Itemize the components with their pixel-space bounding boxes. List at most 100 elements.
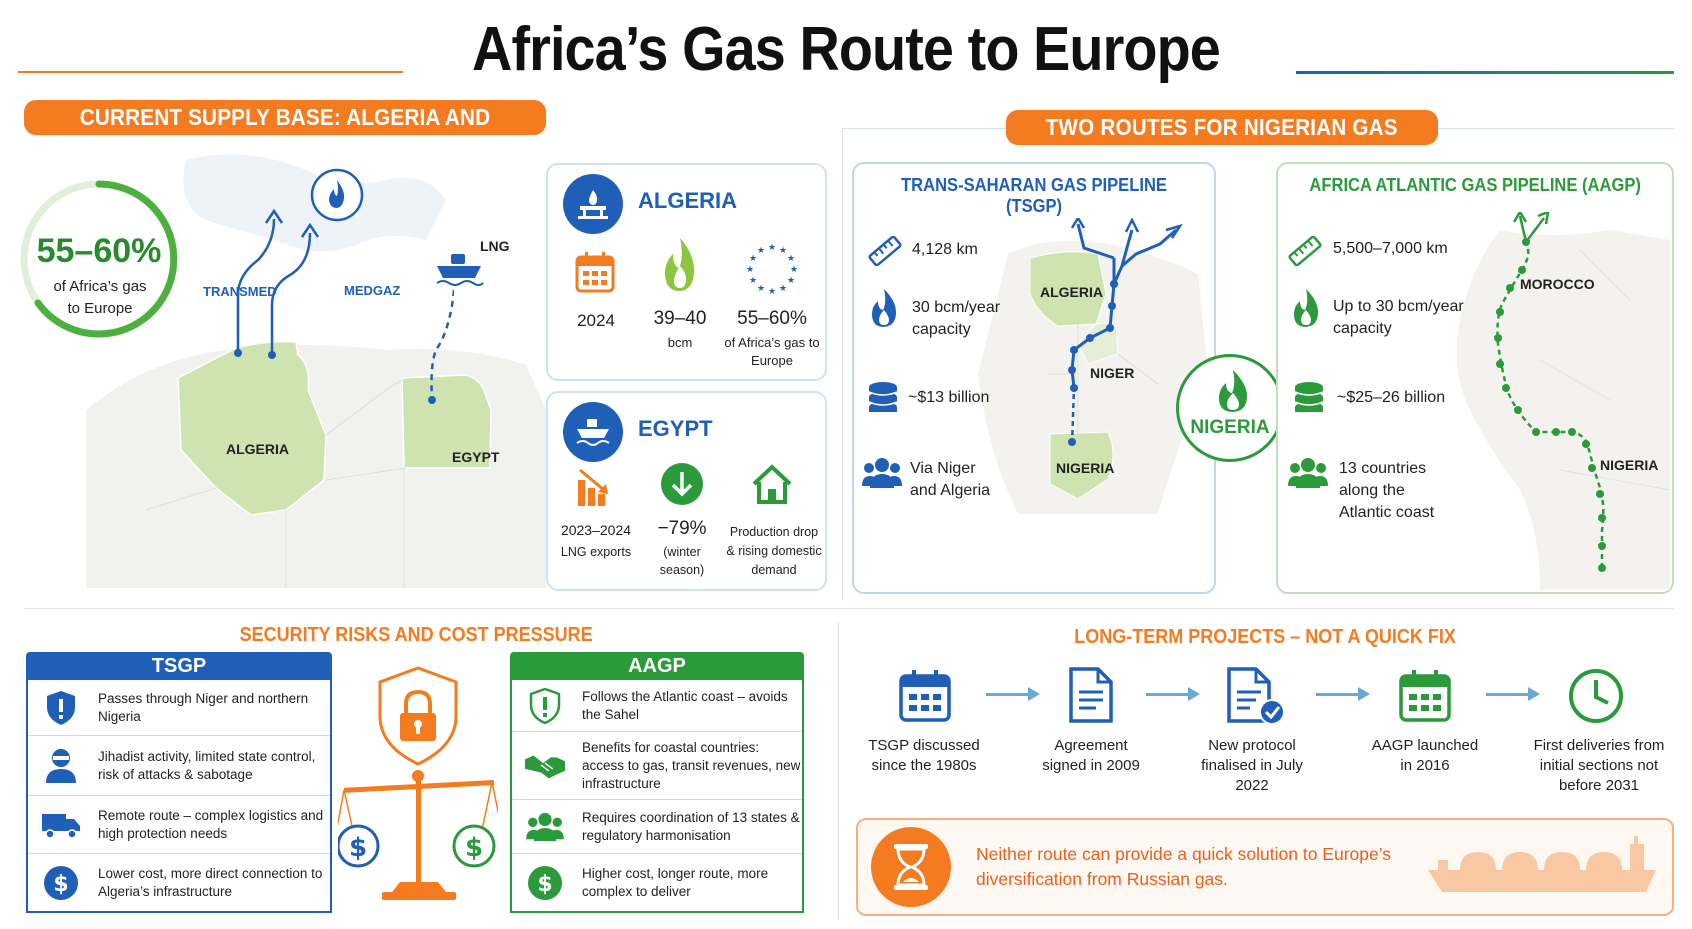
egypt-stat-drop-label: (winter season) — [659, 545, 705, 577]
timeline-arrow — [1146, 687, 1200, 701]
egypt-stat-drop: −79% — [657, 518, 707, 539]
timeline-item-tsgp-discussed: TSGP discussed since the 1980s — [868, 737, 980, 774]
tsgp-map-label-niger: NIGER — [1090, 365, 1135, 381]
aagp-map — [1456, 230, 1670, 590]
flame-icon — [665, 238, 694, 291]
algeria-stat-share: 55–60% — [737, 308, 807, 329]
tsgp-route-via: Via Niger and Algeria — [910, 460, 991, 499]
algeria-stat-year: 2024 — [577, 311, 615, 330]
coins-icon — [868, 382, 898, 412]
map-label-egypt: EGYPT — [452, 449, 500, 465]
dollar-icon: $ — [528, 865, 562, 900]
aagp-map-label-morocco: MOROCCO — [1520, 276, 1595, 292]
aagp-capacity: Up to 30 bcm/year capacity — [1333, 298, 1464, 337]
timeline-arrow — [1316, 687, 1370, 701]
svg-text:★: ★ — [787, 276, 795, 286]
svg-text:★: ★ — [768, 287, 776, 294]
svg-text:$: $ — [537, 872, 552, 897]
calendar-icon — [899, 670, 951, 722]
svg-text:★: ★ — [779, 284, 787, 294]
tsgp-risk-row: $ Lower cost, more direct connection to … — [28, 854, 330, 911]
aagp-cost: ~$25–26 billion — [1337, 389, 1446, 406]
egypt-stat-period-label: LNG exports — [560, 545, 632, 559]
handshake-icon — [524, 755, 566, 778]
tsgp-risk-row: Jihadist activity, limited state control… — [28, 736, 330, 796]
aagp-risk-row: Requires coordination of 13 states & reg… — [512, 800, 802, 854]
gas-pipeline-icon — [563, 174, 623, 234]
north-africa-map — [86, 154, 546, 588]
ruler-icon — [868, 236, 902, 266]
tsgp-risk-row: Passes through Niger and northern Nigeri… — [28, 680, 330, 736]
timeline-item-first-deliveries: First deliveries from initial sections n… — [1533, 737, 1665, 794]
document-check-icon — [1227, 667, 1285, 725]
flame-icon — [1294, 289, 1318, 327]
timeline-heading: LONG-TERM PROJECTS – NOT A QUICK FIX — [1074, 626, 1456, 648]
aagp-route-line — [1494, 212, 1606, 572]
svg-text:★: ★ — [757, 284, 765, 294]
svg-text:★: ★ — [749, 276, 757, 286]
tsgp-title: TRANS-SAHARAN GAS PIPELINE (TSGP) — [901, 175, 1167, 216]
hourglass-icon — [871, 827, 951, 907]
tsgp-route-line — [1068, 218, 1183, 446]
map-label-algeria: ALGERIA — [226, 441, 289, 457]
aagp-risk-row: Follows the Atlantic coast – avoids the … — [512, 680, 802, 732]
flame-icon — [1219, 370, 1247, 412]
pipeline-arrows — [234, 208, 320, 359]
page-title: Africa’s Gas Route to Europe — [472, 15, 1221, 84]
security-cost-illustration: $ $ — [338, 666, 498, 900]
tsgp-map-label-algeria: ALGERIA — [1040, 284, 1103, 300]
timeline-item-protocol: New protocol finalised in July 2022 — [1201, 737, 1303, 794]
tsgp-map — [978, 240, 1208, 514]
aagp-map-label-nigeria: NIGERIA — [1600, 457, 1659, 473]
svg-text:★: ★ — [790, 265, 798, 275]
timeline-item-aagp-launched: AAGP launched in 2016 — [1371, 737, 1479, 774]
section-divider-vertical-bottom — [838, 622, 839, 920]
risks-heading: SECURITY RISKS AND COST PRESSURE — [239, 624, 593, 646]
section-divider-horizontal — [24, 608, 1674, 609]
supply-heading: CURRENT SUPPLY BASE: ALGERIA AND EGYPT — [24, 100, 546, 164]
dollar-icon: $ — [44, 865, 78, 900]
map-label-transmed: TRANSMED — [203, 284, 277, 299]
egypt-title: EGYPT — [638, 416, 713, 441]
tsgp-capacity: 30 bcm/year capacity — [912, 299, 1001, 338]
map-label-lng: LNG — [480, 238, 510, 254]
eu-stars-icon: ★★★★★★ ★★★★★★ — [746, 243, 798, 294]
section-divider-vertical — [842, 130, 843, 600]
routes-heading: TWO ROUTES FOR NIGERIAN GAS — [1006, 110, 1438, 145]
truck-icon — [42, 813, 80, 839]
aagp-risk-header: AAGP — [510, 652, 804, 680]
clock-icon — [1569, 669, 1623, 723]
algeria-title: ALGERIA — [638, 188, 737, 213]
calendar-icon — [575, 252, 615, 293]
timeline-item-agreement: Agreement signed in 2009 — [1042, 737, 1140, 774]
title-rule-right — [1296, 71, 1674, 74]
bar-decline-icon — [578, 468, 608, 506]
ruler-icon — [1288, 236, 1322, 266]
ship-icon — [563, 402, 623, 462]
tsgp-risk-table: Passes through Niger and northern Nigeri… — [26, 680, 332, 913]
tsgp-map-label-nigeria: NIGERIA — [1056, 460, 1115, 476]
lng-tanker-icon — [1428, 836, 1656, 892]
share-label: of Africa’s gas to Europe — [53, 278, 147, 317]
timeline-arrow — [986, 687, 1040, 701]
algeria-stat-volume-unit: bcm — [667, 335, 693, 350]
egypt-stat-demand: Production drop & rising domestic demand — [726, 525, 822, 577]
share-value: 55–60% — [36, 232, 162, 270]
svg-text:$: $ — [349, 833, 367, 863]
flame-icon — [872, 289, 896, 327]
algeria-stat-share-label: of Africa’s gas to Europe — [724, 335, 820, 368]
people-icon — [862, 458, 902, 488]
svg-text:★: ★ — [746, 265, 754, 275]
timeline-arrow — [1486, 687, 1540, 701]
share-ring — [20, 180, 178, 338]
warning-shield-icon — [47, 690, 75, 725]
aagp-countries: 13 countries along the Atlantic coast — [1339, 460, 1435, 521]
title-rule-left — [18, 71, 403, 73]
aagp-risk-row: $ Higher cost, longer route, more comple… — [512, 854, 802, 911]
tsgp-cost: ~$13 billion — [908, 389, 990, 406]
svg-text:★: ★ — [787, 254, 795, 264]
calendar-icon — [1399, 670, 1451, 722]
people-icon — [1288, 458, 1328, 488]
tsgp-risk-header: TSGP — [26, 652, 332, 680]
aagp-title: AFRICA ATLANTIC GAS PIPELINE (AAGP) — [1309, 175, 1641, 195]
